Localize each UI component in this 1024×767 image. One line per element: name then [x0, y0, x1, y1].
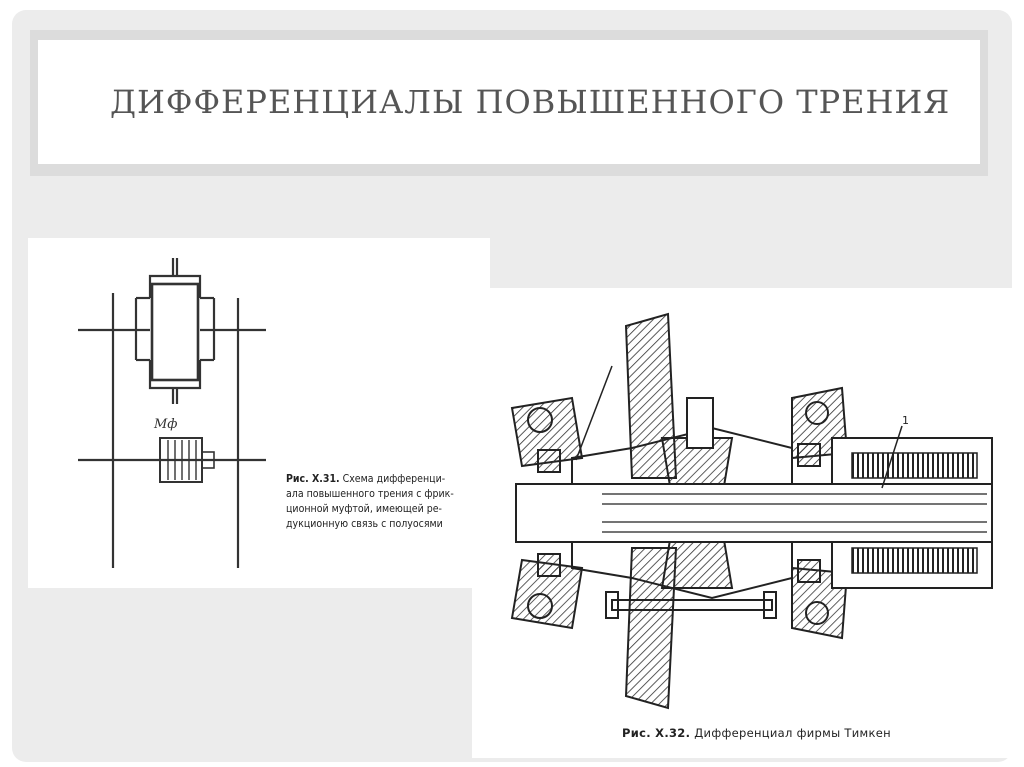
figure2-caption: Рис. Х.32. Дифференциал фирмы Тимкен — [622, 726, 891, 740]
figure1-caption-line-1: Схема дифференци- — [342, 473, 446, 485]
figure2-caption-text: Дифференциал фирмы Тимкен — [694, 726, 891, 740]
figure-timken-differential: 1 Рис. Х.32. Дифференциал фирмы Тимкен — [472, 288, 1014, 758]
figure2-caption-number: Рис. Х.32. — [622, 726, 691, 740]
figure-scheme: Мф Рис. Х.31. Схема дифференци-ала повыш… — [28, 238, 490, 588]
timken-drawing: 1 — [510, 312, 993, 710]
drawing-marker-1: 1 — [902, 414, 909, 427]
figure1-caption-line-3: ционной муфтой, имеющей ре- — [286, 503, 442, 515]
scheme-drawing: Мф — [78, 258, 266, 568]
slide-title: ДИФФЕРЕНЦИАЛЫ ПОВЫШЕННОГО ТРЕНИЯ — [110, 83, 951, 121]
figure1-caption-number: Рис. Х.31. — [286, 473, 340, 485]
figure1-caption: Рис. Х.31. Схема дифференци-ала повышенн… — [286, 472, 486, 532]
title-panel: ДИФФЕРЕНЦИАЛЫ ПОВЫШЕННОГО ТРЕНИЯ — [38, 40, 980, 164]
figure1-caption-line-2: ала повышенного трения с фрик- — [286, 488, 454, 500]
figure1-caption-line-4: дукционную связь с полуосями — [286, 518, 443, 530]
scheme-label-mf: Мф — [153, 417, 178, 432]
